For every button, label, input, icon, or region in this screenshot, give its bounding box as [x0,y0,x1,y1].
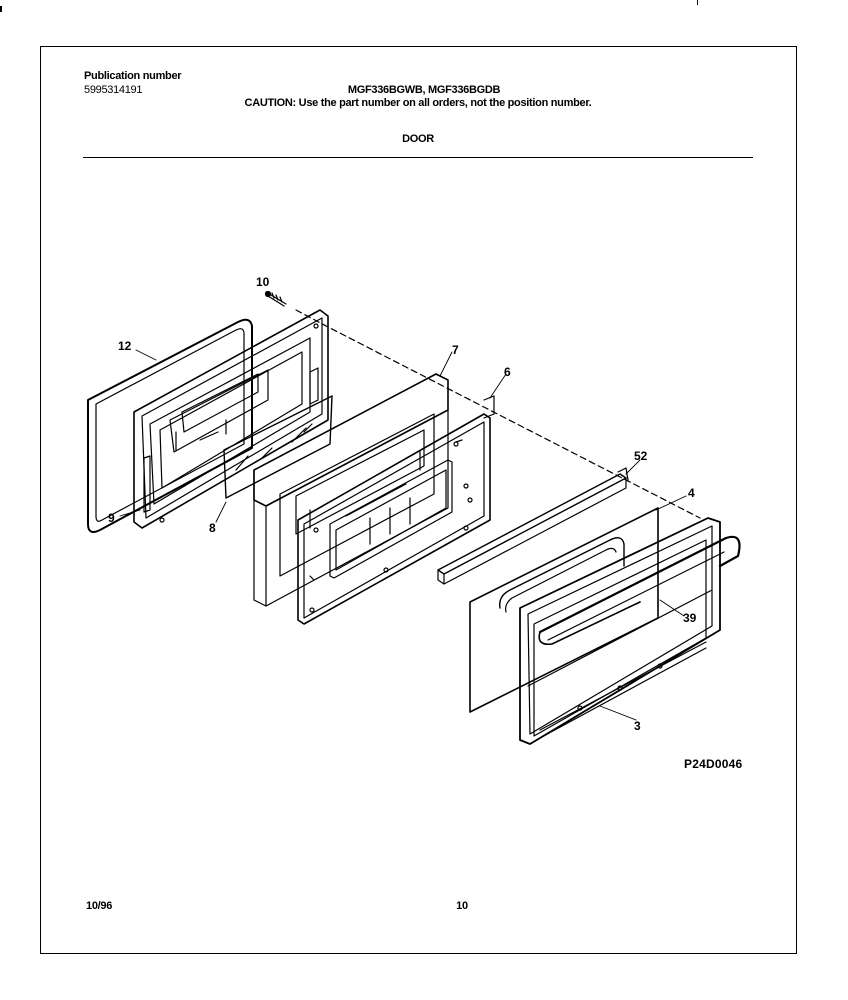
callout-3: 3 [634,719,641,733]
callout-8: 8 [209,521,216,535]
part-trim-strip-52 [437,467,629,585]
part-inner-liner-9 [133,309,329,529]
scan-mark-right [697,0,698,5]
scan-mark-left [0,6,2,12]
footer-page-number: 10 [456,900,468,912]
assembly-axis-line [295,309,701,519]
callout-7: 7 [452,343,459,357]
header-divider [83,157,753,158]
callout-9: 9 [108,511,115,525]
part-screw-10 [264,290,287,307]
callout-10: 10 [256,275,270,289]
section-title: DOOR [402,133,434,145]
part-glass-8 [223,395,333,499]
callout-labels: 10 12 7 6 9 8 52 4 39 3 [108,275,697,733]
callout-39: 39 [683,611,697,625]
part-handle-39 [538,535,741,646]
page-frame [40,46,797,954]
model-numbers: MGF336BGWB, MGF336BGDB [347,84,501,96]
callout-4: 4 [688,486,695,500]
part-inner-panel-6 [297,395,495,625]
callout-12: 12 [118,339,132,353]
footer-date: 10/96 [86,900,113,912]
part-door-frame-3 [519,517,721,745]
callout-6: 6 [504,365,511,379]
part-gasket-12 [87,318,253,533]
callout-52: 52 [634,449,648,463]
figure-code: P24D0046 [684,757,743,771]
caution-text: CAUTION: Use the part number on all orde… [244,97,592,109]
publication-number: 5995314191 [84,84,143,96]
publication-label: Publication number [84,70,182,82]
leader-lines [119,349,687,721]
